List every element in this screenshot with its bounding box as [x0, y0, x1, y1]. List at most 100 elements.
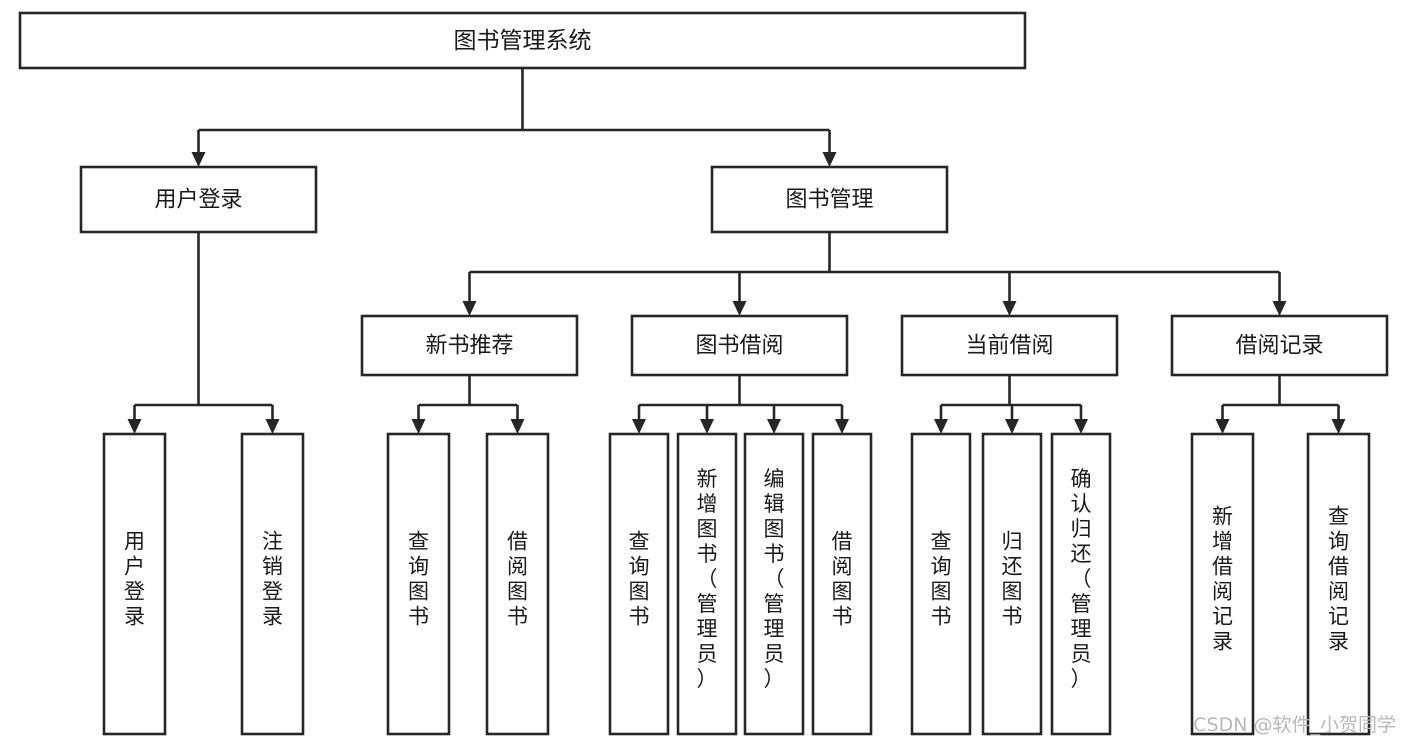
connector-mgmt-to-l3-1-head	[732, 301, 747, 316]
leaf-node-7-rect	[811, 432, 873, 736]
leaf-node-0-char-3: 录	[124, 605, 145, 629]
leaf-node-8-char-3: 书	[931, 605, 952, 629]
leaf-node-10-char-5: 管	[1071, 592, 1092, 616]
level3-node-3[interactable]: 借阅记录	[1170, 314, 1389, 377]
leaf-node-5-char-4: （	[697, 567, 718, 591]
leaf-node-12-char-4: 记	[1328, 605, 1349, 629]
connector-新书推荐-leaf-1-head	[510, 419, 525, 434]
leaf-node-4-char-3: 书	[629, 605, 650, 629]
leaf-node-12-char-3: 阅	[1328, 580, 1349, 604]
level3-node-2-rect	[900, 314, 1119, 377]
leaf-node-6-char-8: ）	[764, 667, 785, 691]
connector-图书借阅-leaf-1-head	[700, 419, 714, 434]
leaf-node-11-char-5: 录	[1212, 630, 1233, 654]
leaf-node-12-char-1: 询	[1328, 530, 1349, 554]
leaf-node-11-char-4: 记	[1212, 605, 1233, 629]
leaf-node-4-char-0: 查	[629, 530, 650, 554]
leaf-node-6-char-1: 辑	[764, 492, 785, 516]
leaf-node-6-rect	[743, 432, 805, 736]
connector-新书推荐-leaf-0-head	[411, 419, 426, 434]
leaf-node-9-char-2: 图	[1002, 580, 1023, 604]
leaf-node-6-char-7: 员	[764, 642, 785, 666]
level3-node-2-label: 当前借阅	[965, 334, 1053, 359]
leaf-node-2-char-2: 图	[408, 580, 429, 604]
leaf-node-3-char-1: 阅	[507, 555, 528, 579]
nodes-layer: 图书管理系统用户登录图书管理新书推荐图书借阅当前借阅借阅记录用户登录注销登录查询…	[18, 11, 1389, 736]
leaf-node-7-char-2: 图	[832, 580, 853, 604]
leaf-node-5-char-3: 书	[697, 542, 718, 566]
connector-mgmt-to-l3-3-head	[1272, 301, 1287, 316]
leaf-node-0[interactable]: 用户登录	[102, 432, 167, 736]
leaf-node-10-rect	[1050, 432, 1112, 736]
level2-node-1-rect	[710, 165, 949, 234]
leaf-node-12-char-0: 查	[1328, 505, 1349, 529]
leaf-node-10-char-6: 理	[1071, 617, 1092, 641]
leaf-node-6-char-2: 图	[764, 517, 785, 541]
level3-node-1[interactable]: 图书借阅	[630, 314, 849, 377]
leaf-node-7-char-0: 借	[832, 530, 853, 554]
csdn-watermark: CSDN @软件_小贺同学	[1193, 714, 1396, 736]
level2-node-0[interactable]: 用户登录	[79, 165, 318, 234]
leaf-node-5-char-2: 图	[697, 517, 718, 541]
leaf-node-6-char-3: 书	[764, 542, 785, 566]
leaf-node-0-char-0: 用	[124, 530, 145, 554]
leaf-node-5-char-8: ）	[697, 667, 718, 691]
level3-node-2[interactable]: 当前借阅	[900, 314, 1119, 377]
leaf-node-2-char-1: 询	[408, 555, 429, 579]
leaf-node-5-char-6: 理	[697, 617, 718, 641]
leaf-node-5-char-0: 新	[697, 467, 718, 491]
leaf-node-2-char-3: 书	[408, 605, 429, 629]
leaf-node-6-char-4: （	[764, 567, 785, 591]
root-node-book-management-system[interactable]: 图书管理系统	[18, 11, 1027, 70]
leaf-node-5-rect	[676, 432, 738, 736]
level3-node-0[interactable]: 新书推荐	[360, 314, 579, 377]
leaf-node-12-char-2: 借	[1328, 555, 1349, 579]
leaf-node-4-char-2: 图	[629, 580, 650, 604]
level2-node-1-label: 图书管理	[785, 188, 873, 213]
leaf-node-9-char-0: 归	[1002, 530, 1023, 554]
leaf-node-9-char-1: 还	[1002, 555, 1023, 579]
leaf-node-0-char-1: 户	[124, 555, 145, 579]
leaf-node-10-char-4: （	[1071, 567, 1092, 591]
leaf-node-10-char-0: 确	[1071, 467, 1092, 491]
leaf-node-2-rect	[386, 432, 451, 736]
level2-node-1[interactable]: 图书管理	[710, 165, 949, 234]
leaf-node-6-char-6: 理	[764, 617, 785, 641]
leaf-node-3-rect	[485, 432, 550, 736]
leaf-node-1-char-3: 录	[262, 605, 283, 629]
connector-图书借阅-leaf-0-head	[632, 419, 646, 434]
leaf-node-11-char-3: 阅	[1212, 580, 1233, 604]
connector-当前借阅-leaf-0-head	[934, 419, 948, 434]
connector-root-to-l2-1-head	[822, 152, 837, 167]
level3-node-0-label: 新书推荐	[425, 334, 513, 359]
leaf-node-7-char-3: 书	[832, 605, 853, 629]
root-node-book-management-system-label: 图书管理系统	[454, 28, 592, 54]
level3-node-3-rect	[1170, 314, 1389, 377]
level3-node-0-rect	[360, 314, 579, 377]
leaf-node-4-char-1: 询	[629, 555, 650, 579]
connector-图书借阅-leaf-3-head	[835, 419, 849, 434]
leaf-node-8-rect	[910, 432, 972, 736]
connector-借阅记录-leaf-1-head	[1331, 419, 1346, 434]
leaf-node-10-char-2: 归	[1071, 517, 1092, 541]
level3-node-3-label: 借阅记录	[1235, 334, 1323, 359]
level3-node-1-label: 图书借阅	[695, 334, 783, 359]
leaf-node-8-char-2: 图	[931, 580, 952, 604]
leaf-node-0-rect	[102, 432, 167, 736]
leaf-node-1-char-1: 销	[262, 555, 283, 579]
leaf-node-4-rect	[608, 432, 670, 736]
